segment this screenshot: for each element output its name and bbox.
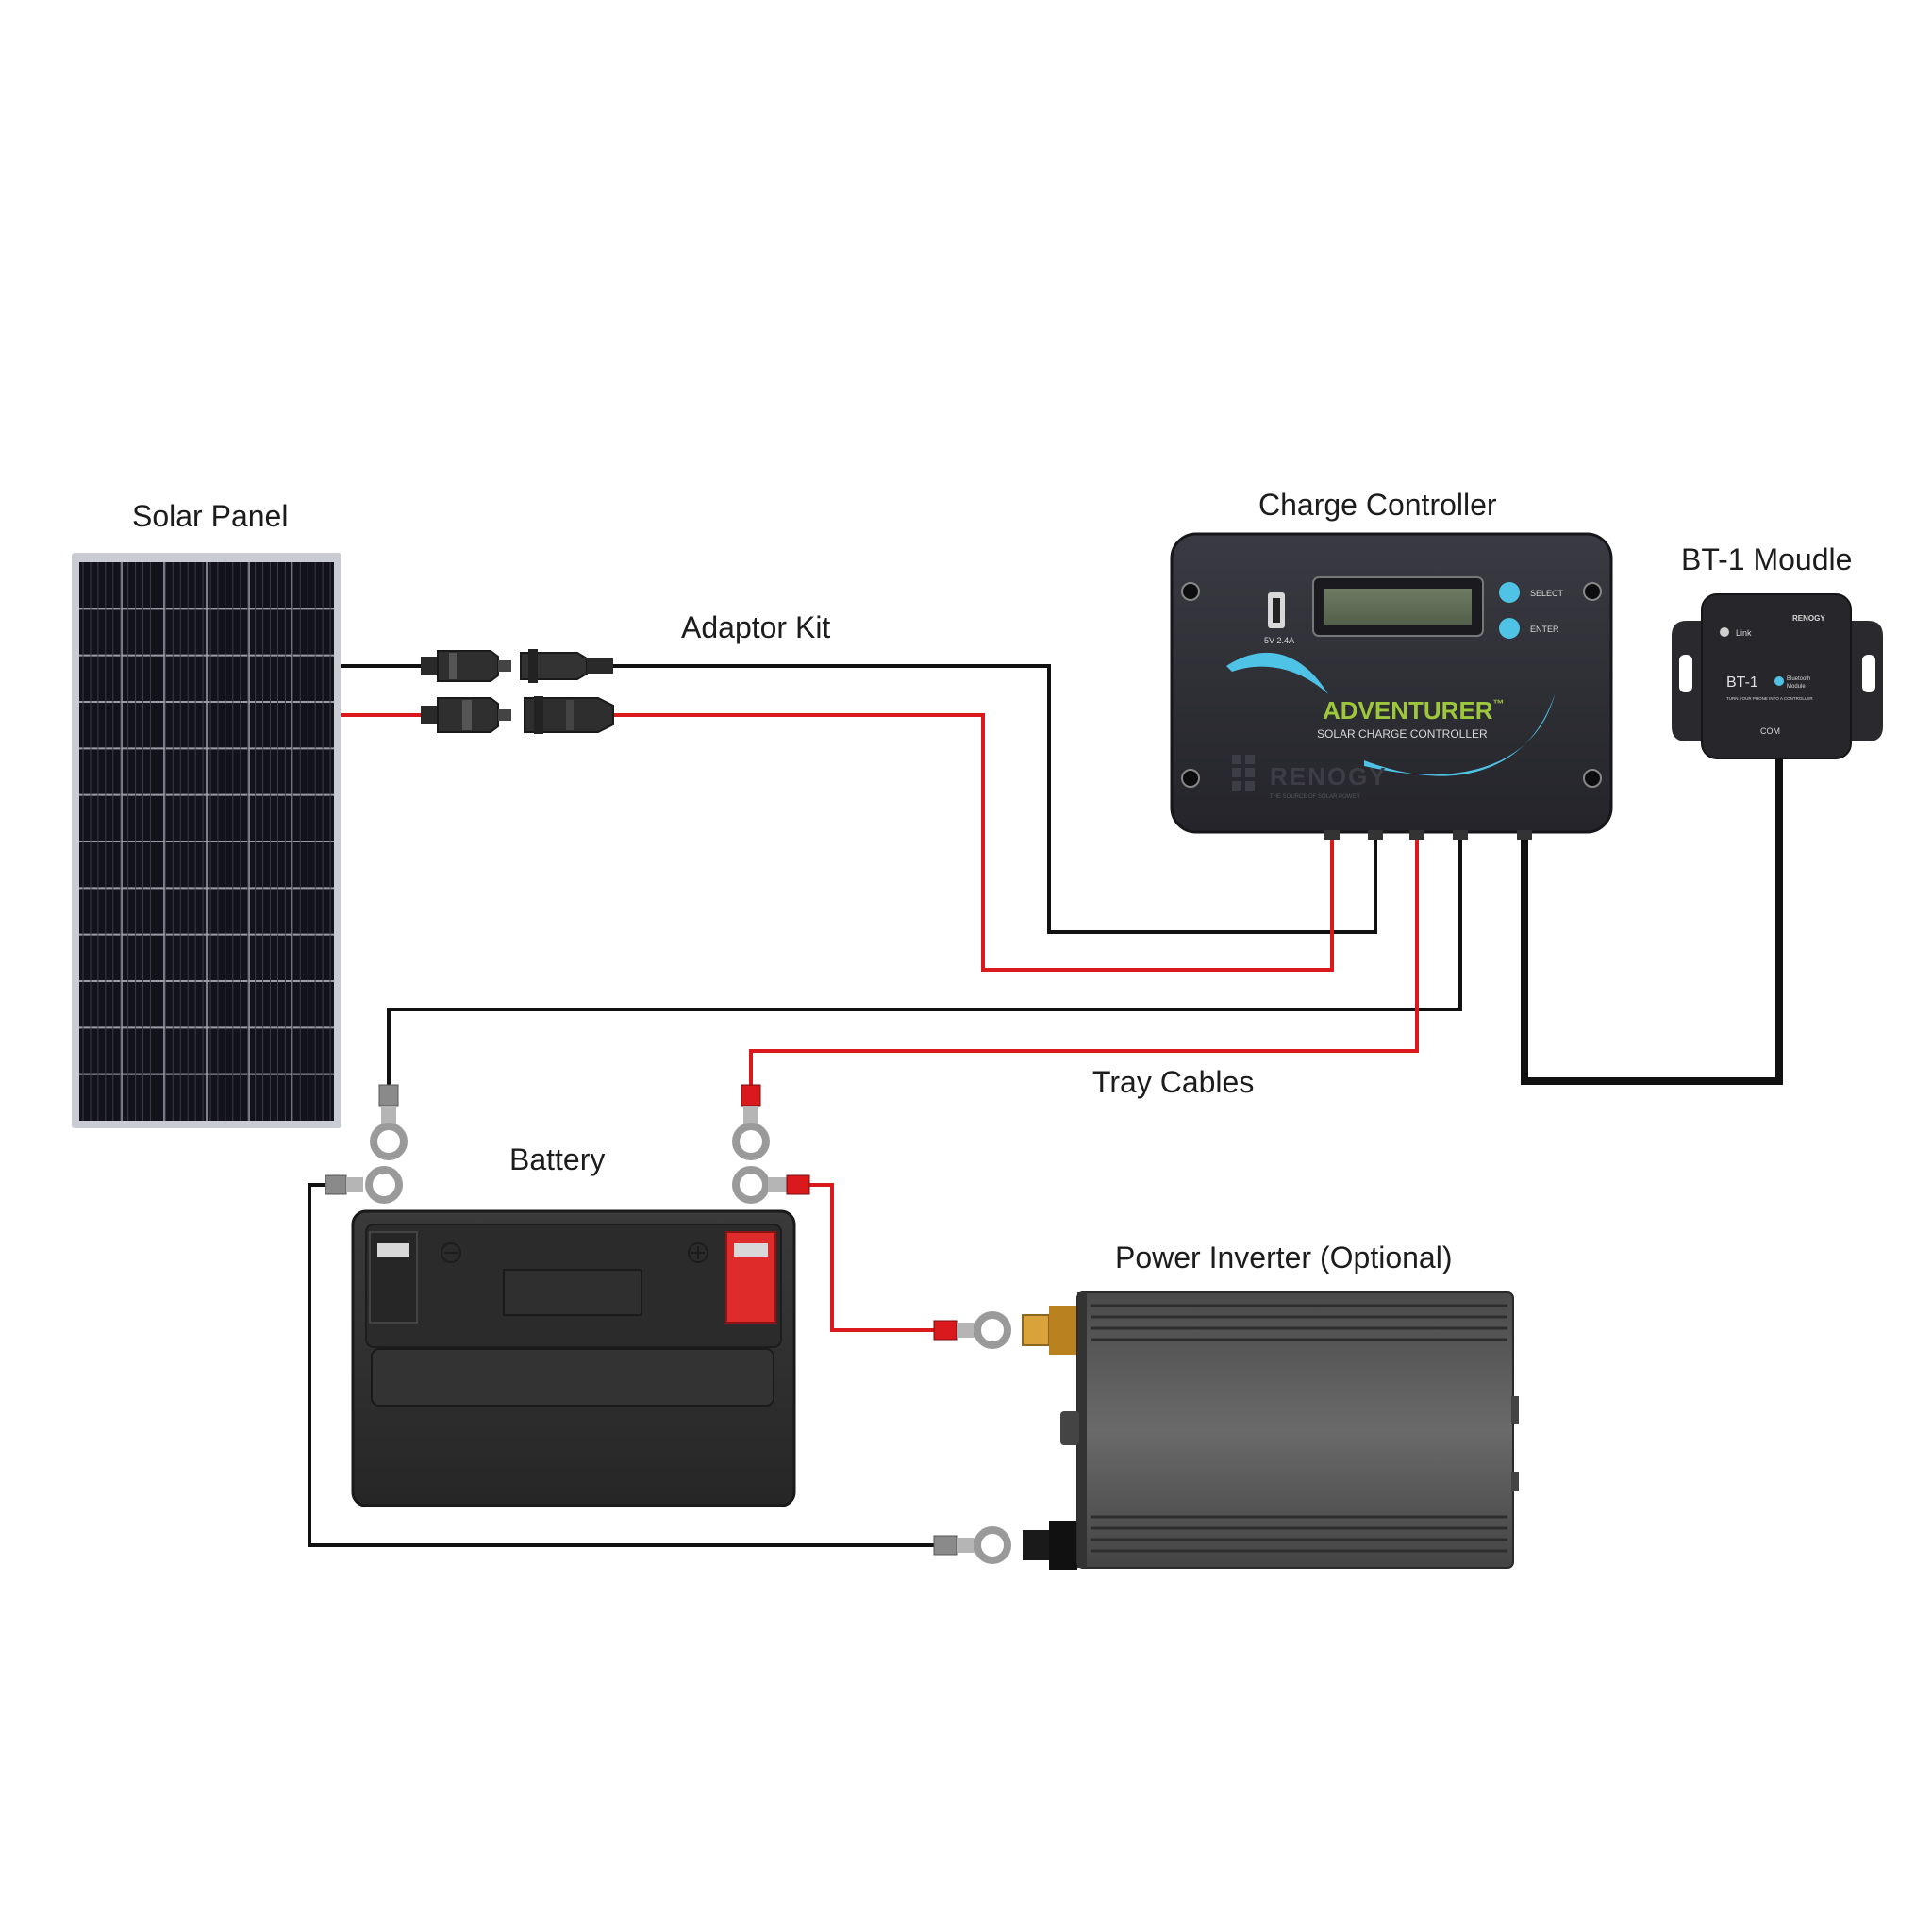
mount-hole	[1583, 582, 1602, 601]
ring-terminal-battery-neg-side	[325, 1166, 403, 1204]
label-battery: Battery	[509, 1142, 605, 1176]
inverter-fins	[1091, 1304, 1507, 1553]
bt1-subtitle-1: Bluetooth	[1787, 676, 1810, 682]
lcd-screen	[1324, 589, 1472, 625]
controller-subtitle: SOLAR CHARGE CONTROLLER	[1317, 727, 1488, 741]
select-label: SELECT	[1530, 589, 1564, 598]
label-bt1-module: BT-1 Moudle	[1681, 542, 1852, 576]
inverter-positive-post	[1022, 1314, 1050, 1346]
controller-tagline: THE SOURCE OF SOLAR POWER	[1270, 794, 1360, 800]
battery	[351, 1209, 796, 1507]
label-power-inverter: Power Inverter (Optional)	[1115, 1241, 1452, 1274]
mount-hole	[1181, 769, 1200, 788]
controller-brand: ADVENTURER™	[1323, 696, 1505, 724]
ring-terminal-battery-pos-top	[732, 1084, 770, 1160]
minus-icon	[441, 1242, 461, 1263]
mc4-connector-male-top	[421, 650, 511, 682]
controller-maker-logo: RENOGY	[1270, 762, 1388, 791]
ring-terminals	[325, 1084, 1011, 1564]
label-charge-controller: Charge Controller	[1258, 488, 1497, 522]
ring-terminal-inverter-neg	[933, 1526, 1011, 1564]
bt1-body	[1701, 593, 1852, 759]
mc4-connector-male-bottom	[421, 697, 511, 733]
controller-swoosh-bottom	[1364, 694, 1555, 776]
inverter-body	[1076, 1291, 1514, 1569]
adaptor-kit-connectors	[421, 649, 614, 734]
bt1-subtitle-2: Module	[1787, 684, 1806, 690]
mount-hole	[1181, 582, 1200, 601]
bt1-com-cable	[1521, 757, 1783, 1085]
renogy-grid-logo	[1232, 755, 1255, 791]
battery-label-recess	[503, 1269, 642, 1316]
ring-terminal-battery-pos-side	[732, 1166, 810, 1204]
bluetooth-icon	[1774, 676, 1784, 686]
adaptor-black-wire	[613, 664, 1377, 934]
mount-hole	[1583, 769, 1602, 788]
wires	[308, 664, 1783, 1547]
inverter-end-cap	[1077, 1292, 1087, 1568]
bt1-port-label: COM	[1760, 726, 1780, 736]
battery-handle	[371, 1348, 774, 1407]
tray-red-wire	[749, 838, 1419, 1085]
enter-label: ENTER	[1530, 625, 1559, 634]
charge-controller: 5V 2.4A SELECT ENTER ADVENTURER™ SOLAR C…	[1170, 532, 1613, 840]
tray-black-wire	[387, 838, 1462, 1085]
adaptor-red-wire	[613, 713, 1334, 972]
mc4-connector-female-top	[520, 649, 613, 683]
battery-to-inverter-black	[308, 1183, 934, 1547]
usb-rating: 5V 2.4A	[1264, 636, 1294, 645]
label-solar-panel: Solar Panel	[132, 499, 288, 533]
select-button[interactable]	[1499, 582, 1520, 603]
bt1-link-led	[1720, 627, 1729, 637]
bt1-fine-print: TURN YOUR PHONE INTO A CONTROLLER	[1726, 696, 1813, 701]
plus-icon	[688, 1242, 708, 1263]
solar-panel	[72, 553, 341, 1128]
power-inverter	[1022, 1291, 1519, 1570]
bt1-model: BT-1	[1726, 675, 1758, 691]
inverter-negative-post	[1023, 1530, 1049, 1560]
solar-panel-grid	[79, 562, 334, 1121]
bt1-maker-logo: RENOGY	[1792, 614, 1825, 623]
controller-swoosh-top	[1226, 652, 1328, 694]
enter-button[interactable]	[1499, 618, 1520, 639]
mc4-connector-female-bottom	[524, 696, 614, 734]
ring-terminal-battery-neg-top	[370, 1084, 408, 1160]
bt1-link-label: Link	[1736, 628, 1752, 638]
label-tray-cables: Tray Cables	[1092, 1065, 1254, 1099]
bt1-module: Link RENOGY BT-1 Bluetooth Module TURN Y…	[1672, 593, 1883, 759]
battery-to-inverter-red	[809, 1183, 934, 1332]
label-adaptor-kit: Adaptor Kit	[681, 610, 830, 644]
ring-terminal-inverter-pos	[933, 1311, 1011, 1349]
